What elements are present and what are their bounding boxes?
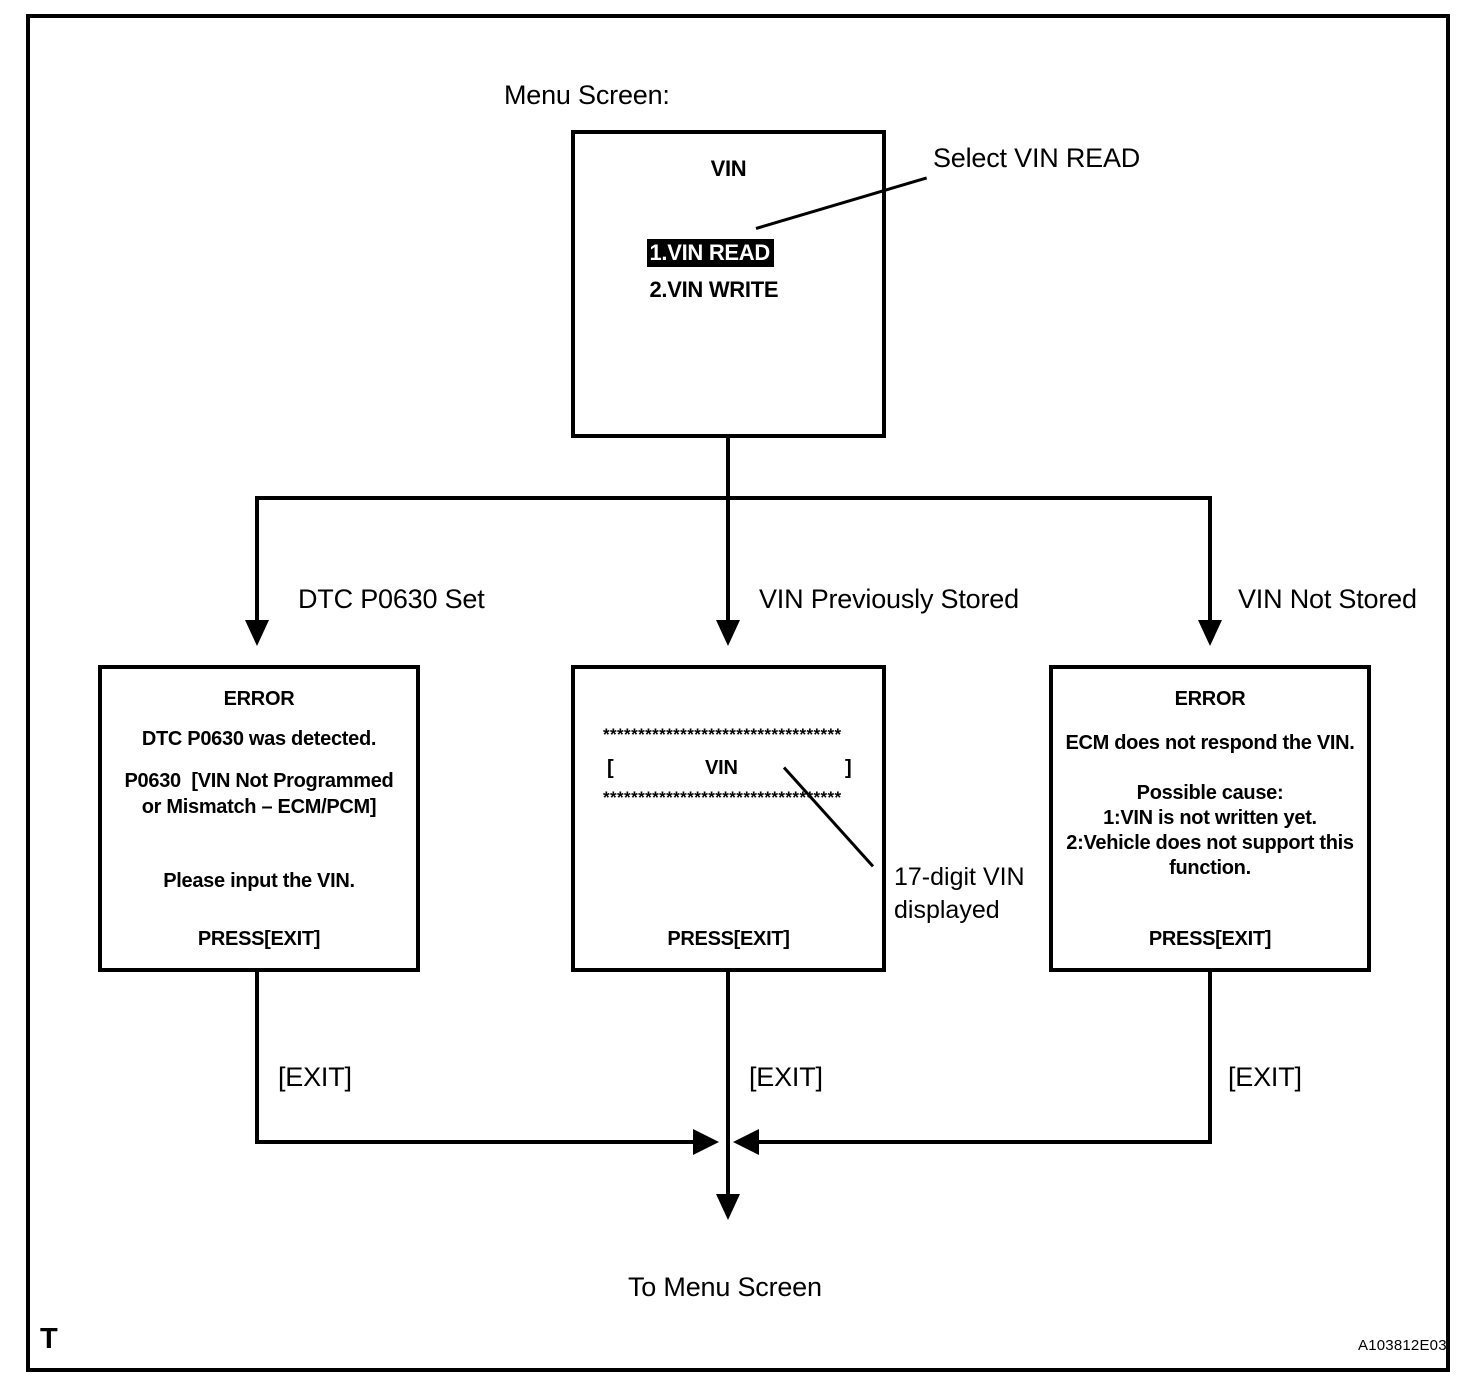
exit-label-right: [EXIT] <box>1228 1062 1302 1092</box>
exit-label-left: [EXIT] <box>278 1062 352 1092</box>
vin-stars-top: ********************************** <box>603 725 842 744</box>
vin-digits-callout-line2: displayed <box>894 896 1000 924</box>
ecm-error-line3: 1:VIN is not written yet. <box>1103 807 1317 829</box>
ecm-error-footer: PRESS[EXIT] <box>1148 928 1272 950</box>
trunk-line <box>726 438 730 500</box>
vin-display-footer: PRESS[EXIT] <box>667 928 790 950</box>
vin-value: VIN <box>705 757 738 779</box>
dtc-error-screen-box: ERROR DTC P0630 was detected. P0630 [VIN… <box>98 665 420 972</box>
distribution-bar <box>255 496 1212 500</box>
select-vin-read-callout: Select VIN READ <box>933 143 1141 173</box>
menu-item-vin-read-label: 1.VIN READ <box>646 239 774 267</box>
branch-label-vin-stored: VIN Previously Stored <box>759 584 1019 614</box>
menu-screen-label: Menu Screen: <box>504 80 670 110</box>
dtc-error-line4: Please input the VIN. <box>163 870 355 892</box>
return-arrow-right <box>733 1129 759 1155</box>
branch-drop-left <box>255 496 259 624</box>
dtc-error-line1: DTC P0630 was detected. <box>141 728 377 750</box>
branch-drop-right <box>1208 496 1212 624</box>
branch-arrow-center <box>716 620 740 646</box>
dtc-error-line3: or Mismatch – ECM/PCM] <box>141 796 377 818</box>
exit-label-center: [EXIT] <box>749 1062 823 1092</box>
return-rail-left <box>255 1140 707 1144</box>
menu-screen-title: VIN <box>710 156 747 181</box>
dtc-error-title: ERROR <box>223 688 295 710</box>
ecm-error-line1: ECM does not respond the VIN. <box>1065 732 1355 754</box>
ecm-error-line4: 2:Vehicle does not support this <box>1066 832 1354 854</box>
branch-arrow-left <box>245 620 269 646</box>
return-drop-left <box>255 972 259 1144</box>
vin-open-bracket: [ <box>607 757 614 779</box>
branch-drop-center <box>726 496 730 624</box>
ecm-error-line2: Possible cause: <box>1136 782 1284 804</box>
branch-arrow-right <box>1198 620 1222 646</box>
branch-label-dtc-set: DTC P0630 Set <box>298 584 485 614</box>
return-drop-right <box>1208 972 1212 1144</box>
menu-item-vin-write[interactable]: 2.VIN WRITE <box>600 251 782 329</box>
ecm-error-title: ERROR <box>1174 688 1246 710</box>
dtc-error-line2: P0630 [VIN Not Programmed <box>124 770 394 792</box>
menu-item-vin-write-label: 2.VIN WRITE <box>649 277 779 302</box>
return-arrow-left <box>693 1129 719 1155</box>
to-menu-screen-label: To Menu Screen <box>628 1272 822 1302</box>
corner-marker: T <box>40 1323 58 1355</box>
menu-item-vin-read[interactable]: 1.VIN READ <box>600 214 774 292</box>
return-rail-right <box>745 1140 1212 1144</box>
vin-close-bracket: ] <box>845 757 852 779</box>
dtc-error-footer: PRESS[EXIT] <box>197 928 321 950</box>
figure-code: A103812E03 <box>1358 1337 1447 1354</box>
vin-stars-bottom: ********************************** <box>603 788 842 807</box>
return-arrow-center <box>716 1194 740 1220</box>
return-drop-center <box>726 972 730 1198</box>
ecm-error-screen-box: ERROR ECM does not respond the VIN. Poss… <box>1049 665 1371 972</box>
page-border <box>26 14 1450 1372</box>
vin-display-screen-box: ********************************** [ VIN… <box>571 665 886 972</box>
menu-screen-box: VIN 1.VIN READ 2.VIN WRITE <box>571 130 886 438</box>
vin-digits-callout-line1: 17-digit VIN <box>894 863 1025 891</box>
branch-label-vin-not-stored: VIN Not Stored <box>1238 584 1417 614</box>
ecm-error-line5: function. <box>1169 857 1251 879</box>
